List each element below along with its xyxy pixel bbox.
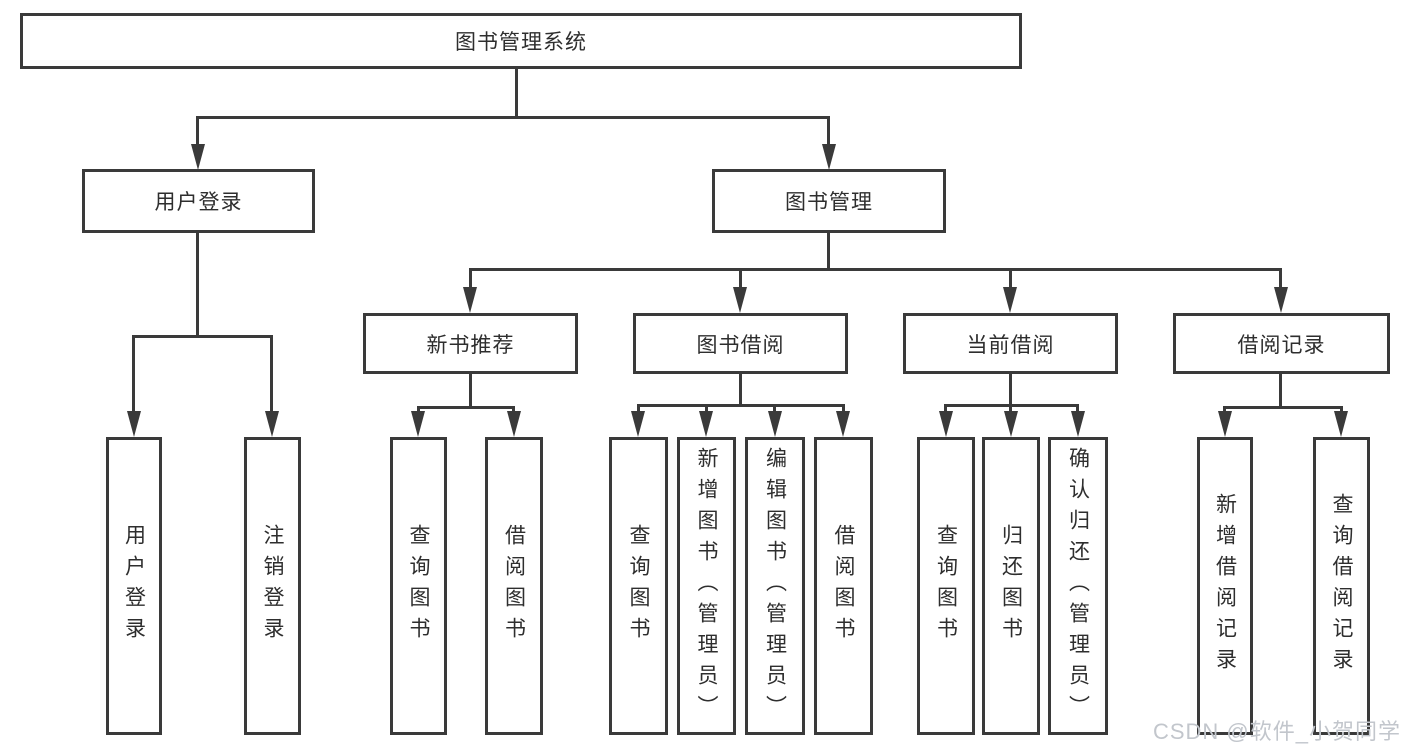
arrow-down-icon [822,144,836,170]
node-label: 新增图书（管理员） [695,446,718,726]
arrow-down-icon [265,411,279,437]
leaf-nb-query-books: 查询图书 [390,437,447,735]
node-label: 用户登录 [122,524,146,648]
arrow-down-icon [1218,411,1232,437]
connector-vline [132,335,135,413]
connector-hline [944,404,1079,407]
arrow-down-icon [939,411,953,437]
connector-vline [827,118,830,148]
node-new-books: 新书推荐 [363,313,578,374]
arrow-down-icon [191,144,205,170]
connector-vline [469,374,472,409]
arrow-down-icon [699,411,713,437]
arrow-down-icon [507,411,521,437]
leaf-br-query-record: 查询借阅记录 [1313,437,1370,735]
leaf-cb-query-books: 查询图书 [917,437,975,735]
arrow-down-icon [1003,287,1017,313]
connector-hline [132,335,273,338]
node-label: 图书管理 [785,191,873,214]
arrow-down-icon [411,411,425,437]
arrow-down-icon [768,411,782,437]
arrow-down-icon [1004,411,1018,437]
arrow-down-icon [1334,411,1348,437]
connector-vline [469,268,472,289]
connector-vline [270,335,273,413]
connector-hline [417,406,515,409]
node-label: 借阅图书 [832,524,855,648]
connector-hline [1223,406,1343,409]
connector-vline [1279,268,1282,289]
arrow-down-icon [127,411,141,437]
node-label: 图书管理系统 [455,31,587,54]
connector-vline [739,268,742,289]
node-label: 借阅记录 [1237,333,1326,357]
leaf-cb-confirm-return-admin: 确认归还（管理员） [1048,437,1108,735]
connector-vline [196,233,199,337]
connector-hline [637,404,845,407]
connector-vline [515,69,518,118]
watermark: CSDN @软件_小贺同学 [1152,719,1401,744]
node-label: 新书推荐 [426,333,515,357]
node-label: 编辑图书（管理员） [763,446,787,726]
arrow-down-icon [463,287,477,313]
node-label: 查询借阅记录 [1330,493,1353,679]
leaf-bb-edit-books-admin: 编辑图书（管理员） [745,437,805,735]
arrow-down-icon [1274,287,1288,313]
leaf-bb-borrow-books: 借阅图书 [814,437,873,735]
node-root: 图书管理系统 [20,13,1022,69]
connector-vline [739,374,742,407]
arrow-down-icon [836,411,850,437]
node-label: 借阅图书 [502,524,526,648]
connector-vline [196,118,199,148]
node-label: 查询图书 [627,524,650,648]
connector-vline [1279,374,1282,409]
arrow-down-icon [1071,411,1085,437]
arrow-down-icon [631,411,645,437]
leaf-cb-return-books: 归还图书 [982,437,1040,735]
node-label: 查询图书 [407,524,430,648]
node-label: 当前借阅 [966,333,1055,357]
leaf-user-login: 用户登录 [106,437,162,735]
node-label: 图书借阅 [696,333,785,357]
leaf-br-add-record: 新增借阅记录 [1197,437,1253,735]
connector-vline [1009,374,1012,416]
node-label: 新增借阅记录 [1213,493,1237,679]
node-label: 用户登录 [154,191,243,214]
node-book-mgmt: 图书管理 [712,169,946,233]
connector-hline [196,116,830,119]
node-borrow-records: 借阅记录 [1173,313,1390,374]
node-current-borrow: 当前借阅 [903,313,1118,374]
leaf-nb-borrow-books: 借阅图书 [485,437,543,735]
node-label: 注销登录 [261,524,284,648]
node-label: 确认归还（管理员） [1066,446,1090,726]
connector-vline [1009,268,1012,289]
node-user-login: 用户登录 [82,169,315,233]
node-label: 归还图书 [999,524,1023,648]
connector-vline [827,233,830,271]
arrow-down-icon [733,287,747,313]
leaf-bb-query-books: 查询图书 [609,437,668,735]
connector-hline [469,268,1282,271]
leaf-bb-add-books-admin: 新增图书（管理员） [677,437,736,735]
node-book-borrow: 图书借阅 [633,313,848,374]
node-label: 查询图书 [934,524,958,648]
leaf-logout: 注销登录 [244,437,301,735]
